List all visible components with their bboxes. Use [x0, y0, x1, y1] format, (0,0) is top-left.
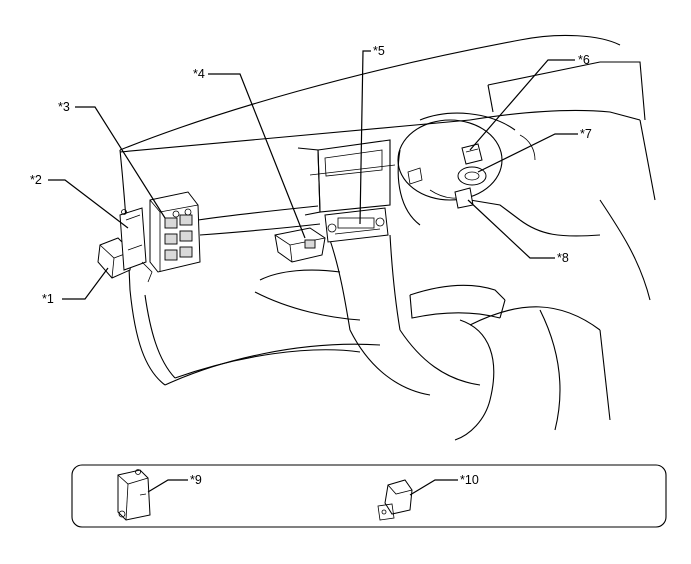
component-5-center-panel [324, 207, 389, 243]
callout-9: *9 [190, 473, 202, 487]
component-4-control-unit [274, 227, 326, 263]
component-6-switch [461, 143, 483, 165]
leader-10 [409, 479, 458, 496]
dashboard-outline [119, 34, 656, 441]
component-10-bracket [377, 479, 413, 521]
component-9-module [117, 469, 151, 521]
inset-panel: *9 *10 [71, 464, 667, 528]
component-8-sensor [454, 187, 474, 209]
callout-5: *5 [373, 44, 385, 58]
callout-8: *8 [557, 251, 569, 265]
callout-3: *3 [58, 100, 70, 114]
callout-6: *6 [578, 53, 590, 67]
callout-1: *1 [42, 292, 54, 306]
callout-10: *10 [460, 473, 479, 487]
component-3-junction-block [141, 191, 201, 283]
leader-lines [48, 50, 578, 300]
callout-4: *4 [193, 67, 205, 81]
callout-2: *2 [30, 173, 42, 187]
leader-9 [147, 479, 188, 493]
callout-7: *7 [580, 127, 592, 141]
component-2-ecu [119, 207, 147, 271]
